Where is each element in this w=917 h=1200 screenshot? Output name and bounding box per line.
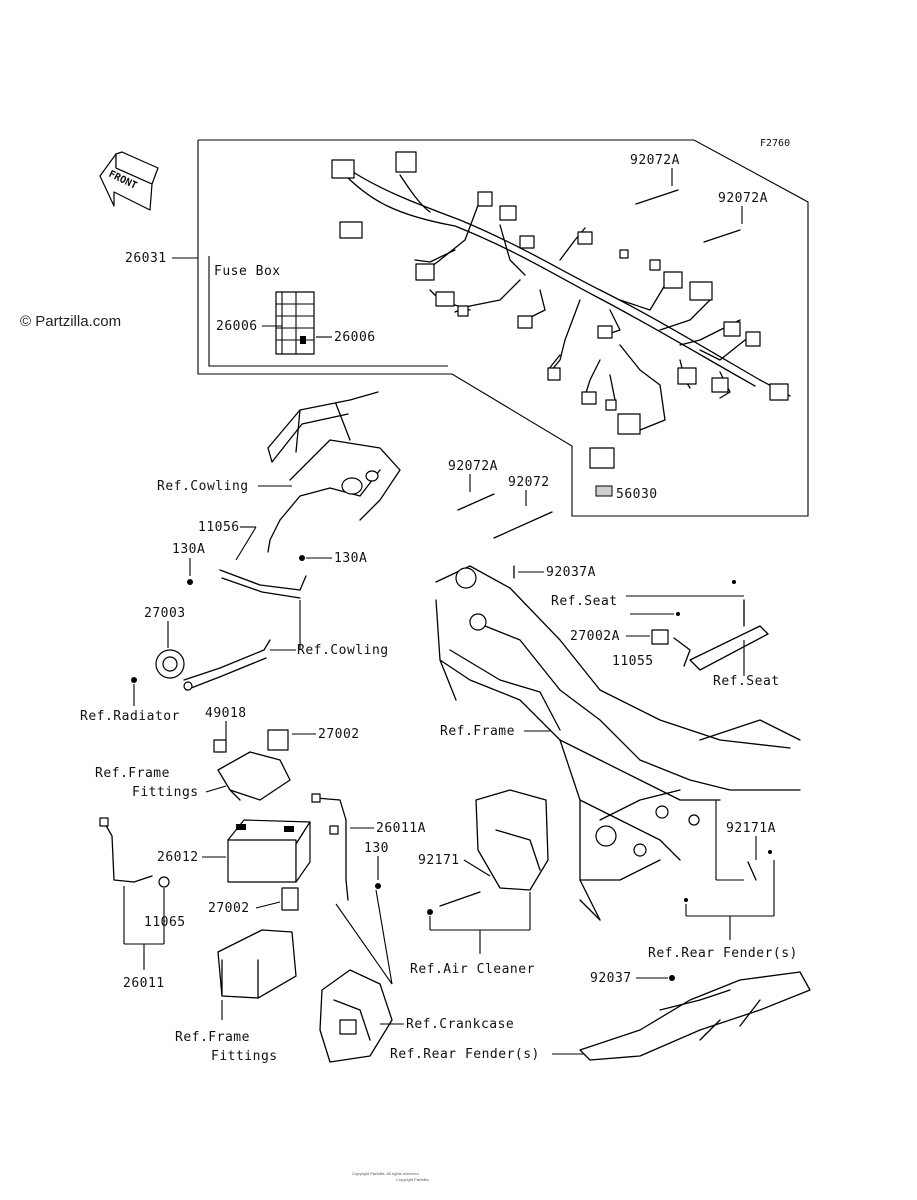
seat-bracket [689, 599, 769, 671]
part-92072A-top2[interactable]: 92072A [718, 191, 768, 206]
ref-cowling-top[interactable]: Ref.Cowling [157, 479, 249, 494]
part-92072[interactable]: 92072 [508, 475, 550, 490]
part-26031[interactable]: 26031 [125, 251, 167, 266]
ref-frame[interactable]: Ref.Frame [440, 724, 515, 739]
bracket-11055 [673, 637, 691, 667]
ref-radiator[interactable]: Ref.Radiator [80, 709, 180, 724]
part-27003[interactable]: 27003 [144, 606, 186, 621]
part-27002-bottom[interactable]: 27002 [208, 901, 250, 916]
part-27002-top[interactable]: 27002 [318, 727, 360, 742]
part-26011[interactable]: 26011 [123, 976, 165, 991]
relay-27002-top [267, 729, 289, 751]
part-11055[interactable]: 11055 [612, 654, 654, 669]
part-27002A[interactable]: 27002A [570, 629, 620, 644]
part-26006-left[interactable]: 26006 [216, 319, 258, 334]
bracket-11056 [219, 569, 307, 599]
part-11065[interactable]: 11065 [144, 915, 186, 930]
clip-92072A-3 [457, 493, 495, 511]
part-130[interactable]: 130 [364, 841, 389, 856]
cable-26011 [99, 817, 170, 888]
ref-frame-fittings-top-1[interactable]: Ref.Frame [95, 766, 170, 781]
rear-fender-part [579, 971, 811, 1061]
relay-56030 [589, 447, 615, 497]
ref-frame-fittings-bottom-1[interactable]: Ref.Frame [175, 1030, 250, 1045]
part-26006-right[interactable]: 26006 [334, 330, 376, 345]
part-92171A[interactable]: 92171A [726, 821, 776, 836]
part-92037[interactable]: 92037 [590, 971, 632, 986]
ref-cowling-bottom[interactable]: Ref.Cowling [297, 643, 389, 658]
part-130A-left[interactable]: 130A [172, 542, 205, 557]
relay-27002A [651, 629, 669, 645]
part-26012[interactable]: 26012 [157, 850, 199, 865]
part-130A-right[interactable]: 130A [334, 551, 367, 566]
ref-rear-fender-bottom[interactable]: Ref.Rear Fender(s) [390, 1047, 540, 1062]
footer-line-2: Copyright Partzilla [396, 1177, 429, 1182]
wiring-harness [331, 151, 791, 435]
clip-92072A-2 [703, 229, 741, 243]
horn-27003 [155, 639, 271, 691]
part-92072A-mid[interactable]: 92072A [448, 459, 498, 474]
motorcycle-frame [435, 565, 801, 921]
crankcase-cover [319, 969, 393, 1063]
part-92171[interactable]: 92171 [418, 853, 460, 868]
part-49018[interactable]: 49018 [205, 706, 247, 721]
watermark: © Partzilla.com [20, 313, 121, 330]
fuse-box-part [275, 291, 315, 355]
part-92037A[interactable]: 92037A [546, 565, 596, 580]
cable-26011A [311, 793, 349, 901]
ref-seat-bottom[interactable]: Ref.Seat [713, 674, 780, 689]
bracket-frame-fittings-top [217, 751, 291, 801]
clip-92171A [747, 861, 757, 881]
figure-code: F2760 [760, 138, 790, 149]
relay-27002-bottom [281, 887, 299, 911]
footer-line-1: Copyright Partzilla. All rights reserved… [352, 1171, 420, 1176]
part-26011A[interactable]: 26011A [376, 821, 426, 836]
part-56030[interactable]: 56030 [616, 487, 658, 502]
ref-crankcase[interactable]: Ref.Crankcase [406, 1017, 514, 1032]
harness-group-outline [197, 139, 809, 517]
ref-rear-fender-right[interactable]: Ref.Rear Fender(s) [648, 946, 798, 961]
band-92072 [493, 511, 553, 539]
clip-49018 [213, 739, 227, 753]
part-92072A-top1[interactable]: 92072A [630, 153, 680, 168]
battery-26012 [227, 819, 311, 883]
ref-air-cleaner[interactable]: Ref.Air Cleaner [410, 962, 535, 977]
air-cleaner-cover [475, 789, 549, 891]
part-11056[interactable]: 11056 [198, 520, 240, 535]
fuse-box-outline [208, 256, 448, 367]
clip-92072A-1 [635, 189, 679, 205]
ref-seat-top[interactable]: Ref.Seat [551, 594, 618, 609]
fuse-box-label: Fuse Box [214, 264, 281, 279]
ref-frame-fittings-top-2[interactable]: Fittings [132, 785, 199, 800]
battery-tray [217, 929, 297, 999]
ref-frame-fittings-bottom-2[interactable]: Fittings [211, 1049, 278, 1064]
front-arrow-icon: FRONT [99, 151, 159, 211]
cowling-bracket [267, 391, 401, 553]
